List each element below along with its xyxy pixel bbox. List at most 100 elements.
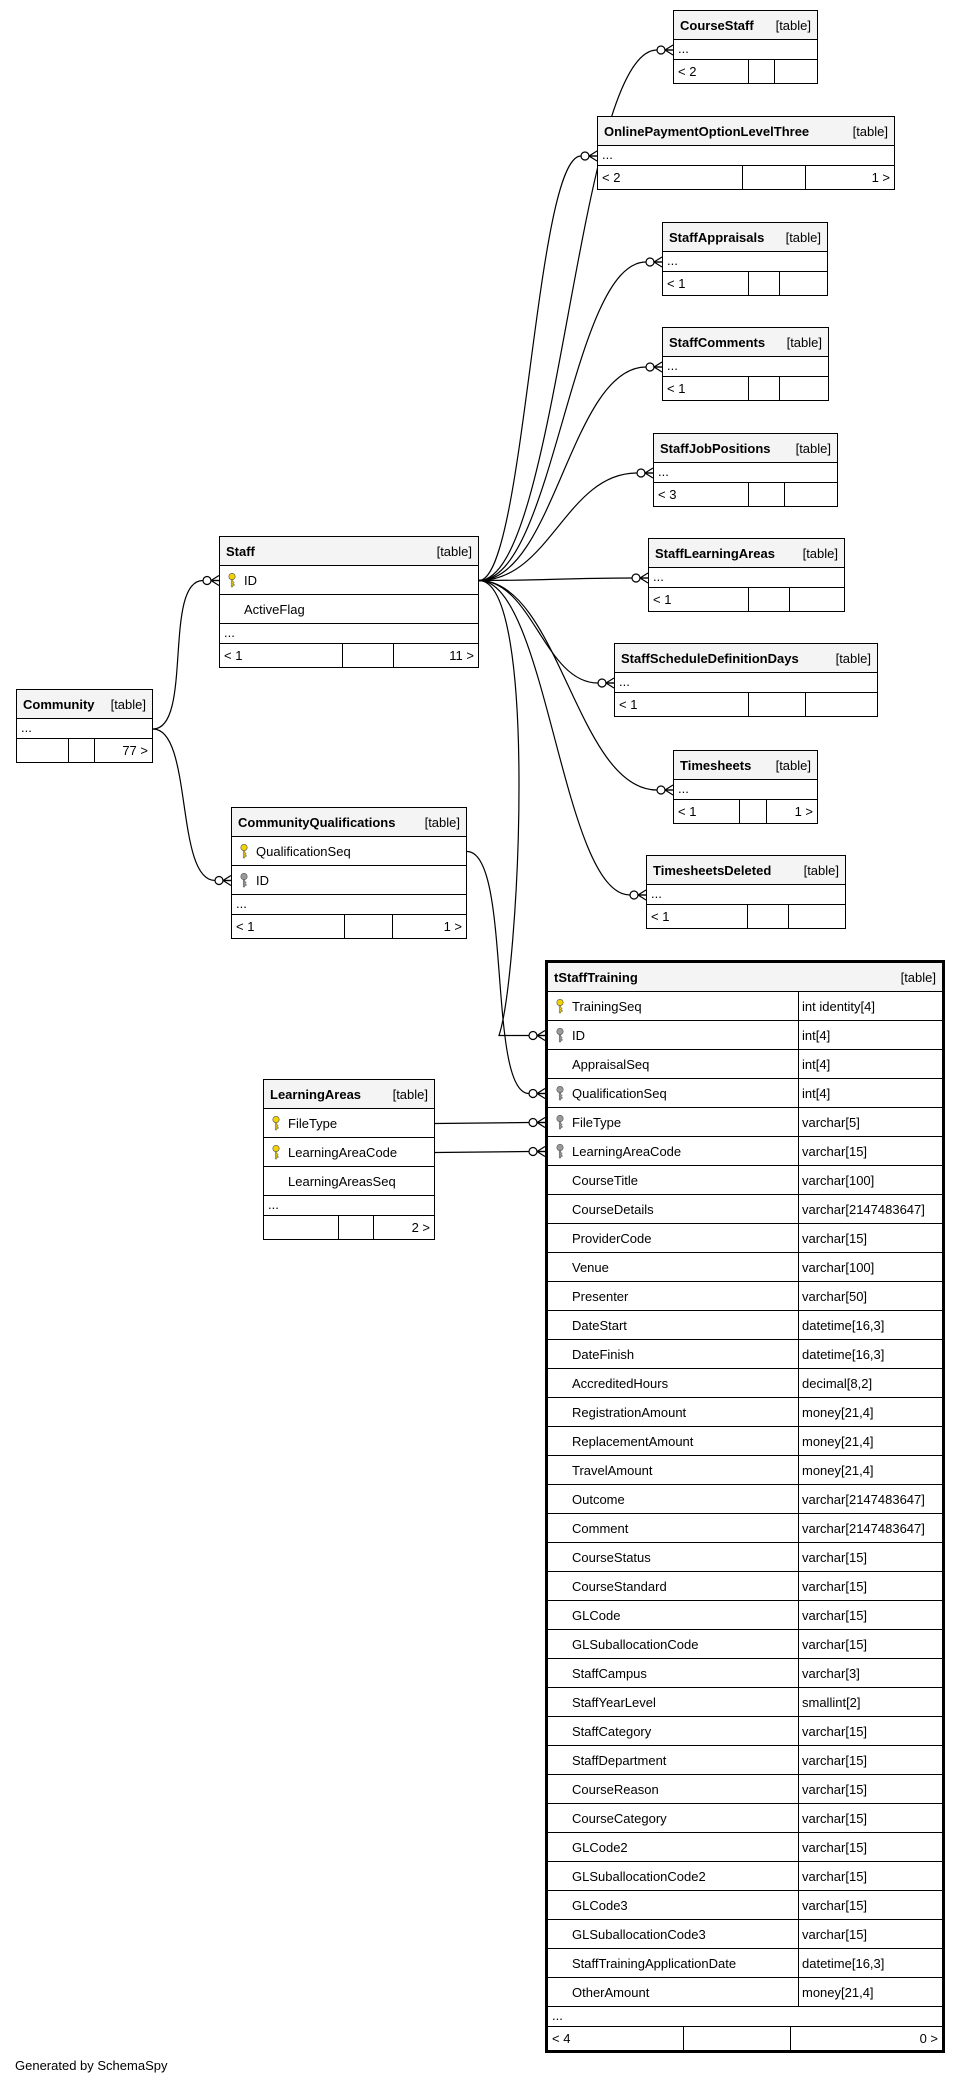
table-community-qualifications[interactable]: CommunityQualifications[table]Qualificat… bbox=[231, 807, 467, 939]
children-count bbox=[779, 272, 827, 295]
primary-key-icon bbox=[228, 572, 236, 587]
column-type: money[21,4] bbox=[798, 1398, 942, 1426]
table-header: CourseStaff[table] bbox=[674, 11, 817, 40]
column-name: LearningAreaCode bbox=[288, 1144, 398, 1160]
column-name: Comment bbox=[572, 1520, 629, 1536]
edge-timesheets-optional-marker bbox=[656, 785, 666, 795]
column-row-file-type[interactable]: FileType bbox=[264, 1109, 434, 1138]
edge-learningareas-learning-area-code bbox=[434, 1150, 530, 1154]
parents-count: < 3 bbox=[658, 487, 677, 502]
column-name: StaffTrainingApplicationDate bbox=[572, 1955, 737, 1971]
column-row-active-flag[interactable]: ActiveFlag bbox=[220, 595, 478, 624]
table-tag: [table] bbox=[803, 862, 839, 878]
column-row-learning-area-code[interactable]: LearningAreaCode bbox=[264, 1138, 434, 1167]
table-name: CourseStaff bbox=[680, 17, 754, 33]
table-staff-job-positions[interactable]: StaffJobPositions[table]...< 3 bbox=[653, 433, 838, 507]
edge-timesheets-deleted-optional-marker bbox=[629, 890, 639, 900]
table-course-staff[interactable]: CourseStaff[table]...< 2 bbox=[673, 10, 818, 84]
column-type: varchar[15] bbox=[798, 1862, 942, 1890]
column-row-id[interactable]: ID bbox=[220, 566, 478, 595]
footer-spacer bbox=[683, 2027, 790, 2050]
footer-spacer bbox=[748, 60, 774, 83]
table-community[interactable]: Community[table]...77 > bbox=[16, 689, 153, 763]
footer-spacer bbox=[338, 1216, 373, 1239]
edge-online-payment-option-level-three-optional-marker bbox=[580, 151, 590, 161]
edge-staff-comments-crowfoot-marker bbox=[653, 361, 663, 373]
column-type: varchar[2147483647] bbox=[798, 1485, 942, 1513]
table-tag: [table] bbox=[795, 440, 831, 456]
column-name: FileType bbox=[572, 1114, 622, 1130]
primary-key-icon bbox=[272, 1115, 280, 1130]
primary-key-icon bbox=[556, 998, 564, 1013]
edge-staff-to-staff-comments bbox=[478, 366, 647, 582]
footer-spacer bbox=[742, 166, 805, 189]
table-tag: [table] bbox=[900, 969, 936, 985]
table-footer: < 1 bbox=[663, 272, 827, 295]
table-staff-schedule-definition-days[interactable]: StaffScheduleDefinitionDays[table]...< 1 bbox=[614, 643, 878, 717]
table-staff-learning-areas[interactable]: StaffLearningAreas[table]...< 1 bbox=[648, 538, 845, 612]
table-name: StaffAppraisals bbox=[669, 229, 765, 245]
table-online-payment-option-level-three[interactable]: OnlinePaymentOptionLevelThree[table]...<… bbox=[597, 116, 895, 190]
table-timesheets-deleted[interactable]: TimesheetsDeleted[table]...< 1 bbox=[646, 855, 846, 929]
table-staff-comments[interactable]: StaffComments[table]...< 1 bbox=[662, 327, 829, 401]
column-type: decimal[8,2] bbox=[798, 1369, 942, 1397]
column-name: LearningAreasSeq bbox=[288, 1173, 396, 1189]
column-name: GLSuballocationCode bbox=[572, 1636, 699, 1652]
column-row-qualification-seq[interactable]: QualificationSeq bbox=[232, 837, 466, 866]
edge-community-to-staff bbox=[152, 579, 204, 730]
column-name: ReplacementAmount bbox=[572, 1433, 694, 1449]
column-name: QualificationSeq bbox=[572, 1085, 667, 1101]
column-type: money[21,4] bbox=[798, 1427, 942, 1455]
more-columns: ... bbox=[615, 673, 877, 693]
foreign-key-icon bbox=[556, 1114, 564, 1129]
table-tag: [table] bbox=[835, 650, 871, 666]
more-columns: ... bbox=[232, 895, 466, 915]
parents-count: < 1 bbox=[619, 697, 638, 712]
table-tag: [table] bbox=[392, 1086, 428, 1102]
table-staff-appraisals[interactable]: StaffAppraisals[table]...< 1 bbox=[662, 222, 828, 296]
column-row-learning-areas-seq[interactable]: LearningAreasSeq bbox=[264, 1167, 434, 1196]
column-row-id[interactable]: ID bbox=[232, 866, 466, 895]
footer-spacer bbox=[748, 483, 784, 506]
column-row-replacement-amount[interactable]: ReplacementAmount money[21,4] bbox=[548, 1427, 942, 1456]
